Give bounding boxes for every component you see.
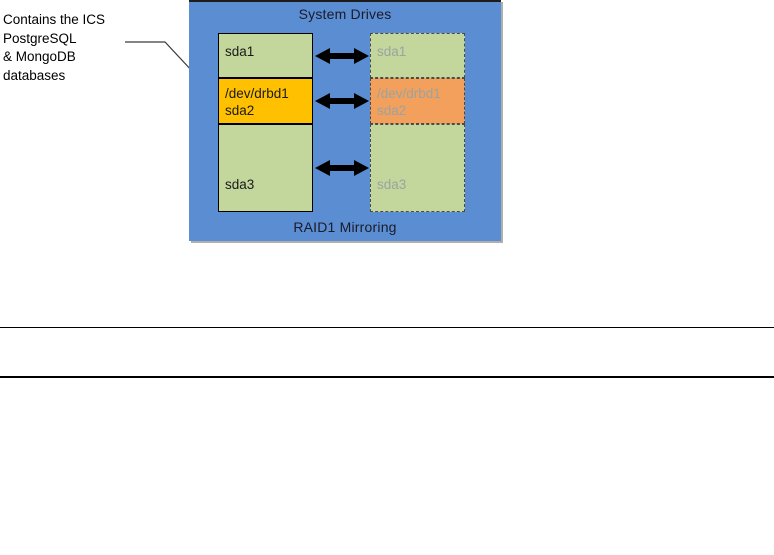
primary-drive-column: sda1 /dev/drbd1 sda2 sda3 [218,33,313,212]
horizontal-rule-upper [0,327,774,328]
partition-label: sda3 [225,177,255,192]
partition-mirror-sda1[interactable]: sda1 [370,33,465,78]
double-arrow-icon [315,160,369,176]
system-drives-panel: System Drives sda1 /dev/drbd1 sda2 sda3 … [189,0,501,241]
annotation-note: Contains the ICS PostgreSQL & MongoDB da… [3,12,106,83]
partition-primary-sda2[interactable]: /dev/drbd1 sda2 [218,78,313,124]
panel-title: System Drives [298,6,392,22]
partition-primary-sda1[interactable]: sda1 [218,33,313,78]
mirror-drive-column: sda1 /dev/drbd1 sda2 sda3 [370,33,465,212]
partition-label: /dev/drbd1 sda2 [225,86,289,118]
panel-footer: RAID1 Mirroring [293,219,397,235]
horizontal-rule-lower [0,376,774,378]
partition-mirror-sda3[interactable]: sda3 [370,124,465,212]
double-arrow-icon [315,48,369,64]
double-arrow-icon [315,93,369,109]
partition-mirror-sda2[interactable]: /dev/drbd1 sda2 [370,78,465,124]
partition-label: sda3 [377,177,407,192]
partition-label: sda1 [225,44,255,59]
partition-primary-sda3[interactable]: sda3 [218,124,313,212]
partition-label: /dev/drbd1 sda2 [377,86,441,118]
partition-label: sda1 [377,44,407,59]
